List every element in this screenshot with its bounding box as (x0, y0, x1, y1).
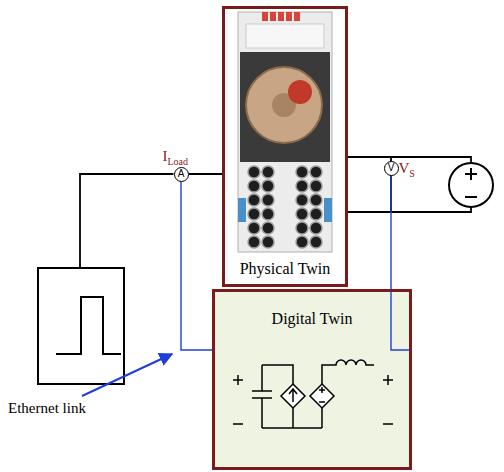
ammeter: AILoad (174, 167, 189, 182)
equivalent-circuit-symbol (233, 360, 393, 428)
power-wires (80, 157, 471, 268)
leader-arrow (82, 354, 172, 396)
box-title: Physical Twin (238, 260, 333, 278)
physical-twin-box: Physical Twin (222, 6, 348, 287)
quantity-subscript: S (409, 168, 415, 179)
digital-twin-ground (212, 289, 412, 470)
meter-symbol: A (178, 169, 185, 179)
quantity-label: ILoad (163, 148, 189, 167)
quantity-symbol: I (163, 148, 168, 164)
link-label: Ethernet link (8, 400, 86, 417)
box-title: Digital Twin (270, 310, 355, 328)
quantity-symbol: V (399, 160, 410, 176)
digital-twin-box: Digital Twin (212, 289, 412, 470)
pulse-source (38, 268, 124, 384)
converter-photo (238, 12, 332, 252)
load-wire (189, 173, 223, 175)
voltage-source (449, 163, 493, 207)
voltmeter: VVS (384, 161, 399, 176)
ethernet-link (391, 176, 412, 351)
ethernet-link (181, 182, 212, 351)
meter-symbol: V (388, 163, 395, 173)
quantity-subscript: Load (168, 156, 189, 167)
quantity-label: VS (399, 160, 415, 179)
